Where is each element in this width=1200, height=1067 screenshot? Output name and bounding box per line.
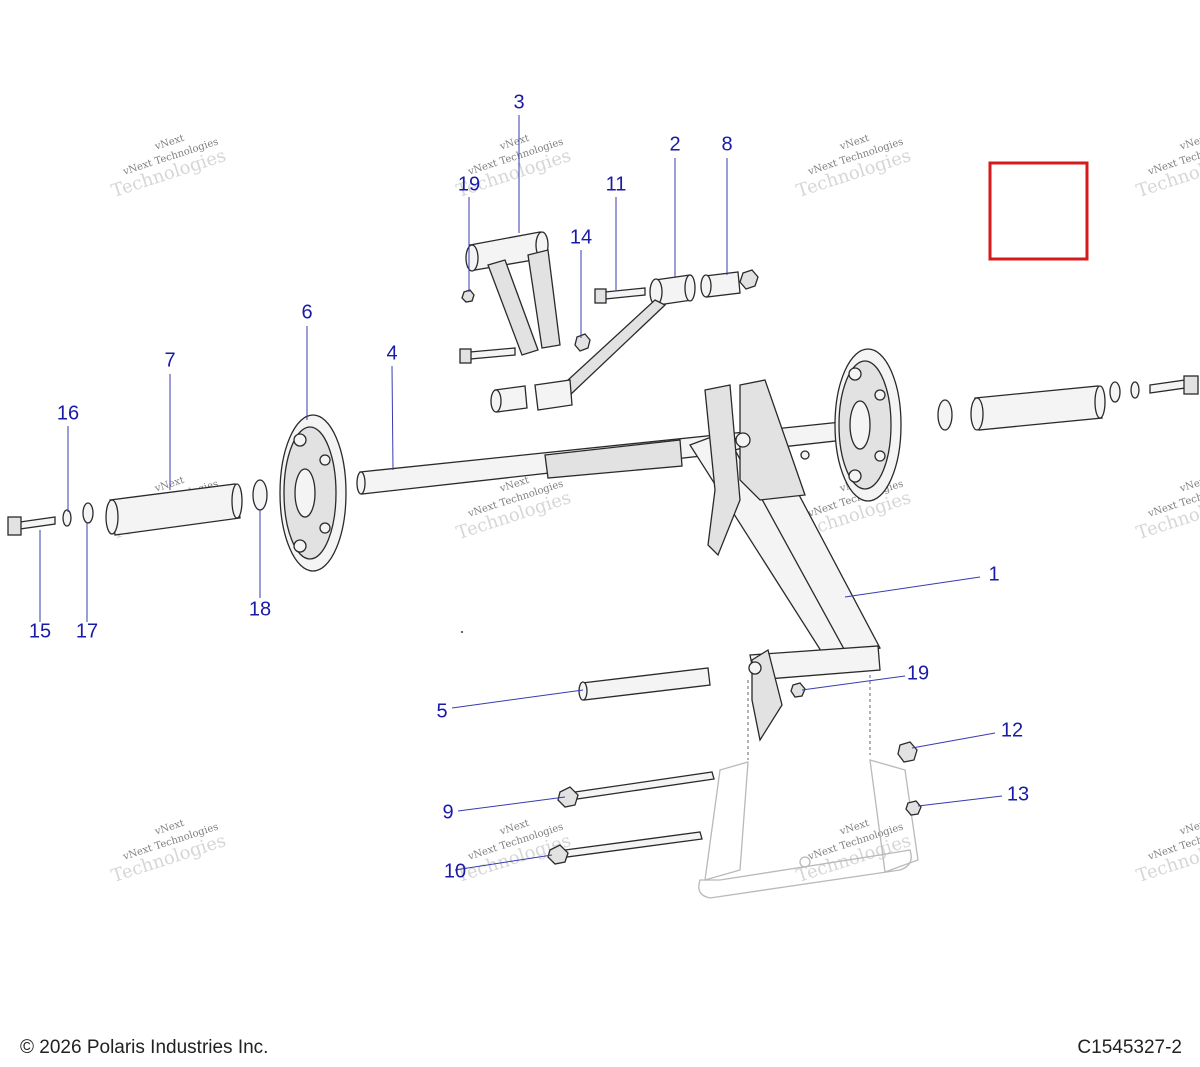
callout-5[interactable]: 5 bbox=[436, 700, 447, 722]
callout-6[interactable]: 6 bbox=[301, 301, 312, 323]
pin-5 bbox=[578, 667, 711, 701]
swing-arm bbox=[689, 379, 881, 742]
long-bolt-10 bbox=[547, 831, 703, 865]
watermark: vNext vNext Technologies Technologies bbox=[1134, 133, 1200, 202]
washer-17 bbox=[82, 502, 94, 524]
bolt-11 bbox=[594, 287, 646, 304]
link-arm-2 bbox=[534, 274, 696, 411]
nut-12 bbox=[897, 741, 918, 763]
washer-right-b bbox=[1130, 381, 1140, 399]
left-wheel bbox=[279, 414, 347, 572]
copyright-text: © 2026 Polaris Industries Inc. bbox=[20, 1037, 269, 1058]
callout-8[interactable]: 8 bbox=[721, 133, 732, 155]
stray-dot bbox=[461, 631, 463, 633]
retaining-ring-right bbox=[937, 399, 953, 431]
callout-10[interactable]: 10 bbox=[444, 860, 466, 882]
watermark: vNext vNext Technologies Technologies bbox=[1134, 818, 1200, 887]
watermark: vNext vNext Technologies Technologies bbox=[794, 818, 914, 887]
highlight-box bbox=[988, 161, 1089, 261]
bushing-8 bbox=[700, 271, 741, 298]
callout-11[interactable]: 11 bbox=[606, 173, 627, 195]
watermark: vNext vNext Technologies Technologies bbox=[794, 133, 914, 202]
nut-8 bbox=[739, 269, 759, 290]
right-wheel bbox=[834, 348, 902, 502]
callout-7[interactable]: 7 bbox=[164, 349, 175, 371]
callout-13[interactable]: 13 bbox=[1007, 783, 1029, 805]
bolt-15 bbox=[7, 516, 56, 536]
watermark: vNext vNext Technologies Technologies bbox=[1134, 475, 1200, 544]
right-spacer-tube bbox=[970, 385, 1106, 431]
watermarks: vNext vNext Technologies Technologies vN… bbox=[109, 133, 1200, 887]
drawing-number: C1545327-2 bbox=[1077, 1037, 1182, 1058]
nut-14 bbox=[574, 333, 591, 352]
nut-19-top bbox=[461, 289, 475, 303]
watermark: vNext vNext Technologies Technologies bbox=[109, 133, 229, 202]
callout-19-lower[interactable]: 19 bbox=[907, 662, 929, 684]
callouts: 1 2 3 4 5 6 7 8 9 10 11 12 13 14 15 16 1… bbox=[29, 91, 1029, 882]
callout-2[interactable]: 2 bbox=[669, 133, 680, 155]
callout-4[interactable]: 4 bbox=[386, 342, 397, 364]
retaining-ring-left bbox=[252, 479, 268, 511]
callout-14[interactable]: 14 bbox=[570, 226, 592, 248]
nut-19-lower bbox=[790, 682, 806, 698]
callout-19-top[interactable]: 19 bbox=[458, 173, 480, 195]
svg-text:vNext: vNext bbox=[1178, 818, 1200, 838]
watermark: vNext vNext Technologies Technologies bbox=[109, 818, 229, 887]
svg-text:vNext: vNext bbox=[1178, 475, 1200, 495]
callout-1[interactable]: 1 bbox=[988, 563, 999, 585]
leader-lines bbox=[39, 115, 1003, 871]
callout-16[interactable]: 16 bbox=[57, 402, 79, 424]
long-bolt-9 bbox=[557, 771, 715, 808]
callout-18[interactable]: 18 bbox=[249, 598, 271, 620]
bolt-bracket bbox=[459, 347, 516, 364]
callout-9[interactable]: 9 bbox=[442, 801, 453, 823]
bolt-right bbox=[1149, 375, 1199, 395]
svg-text:vNext: vNext bbox=[1178, 133, 1200, 153]
callout-12[interactable]: 12 bbox=[1001, 719, 1023, 741]
callout-15[interactable]: 15 bbox=[29, 620, 51, 642]
bushing-lower bbox=[490, 385, 528, 413]
washer-16 bbox=[62, 509, 72, 527]
left-spacer-tube bbox=[105, 483, 243, 536]
washer-right-a bbox=[1109, 381, 1121, 403]
ghost-frame bbox=[698, 675, 919, 899]
nut-13 bbox=[905, 800, 922, 816]
callout-17[interactable]: 17 bbox=[76, 620, 98, 642]
callout-3[interactable]: 3 bbox=[513, 91, 524, 113]
bracket-3 bbox=[465, 231, 561, 356]
